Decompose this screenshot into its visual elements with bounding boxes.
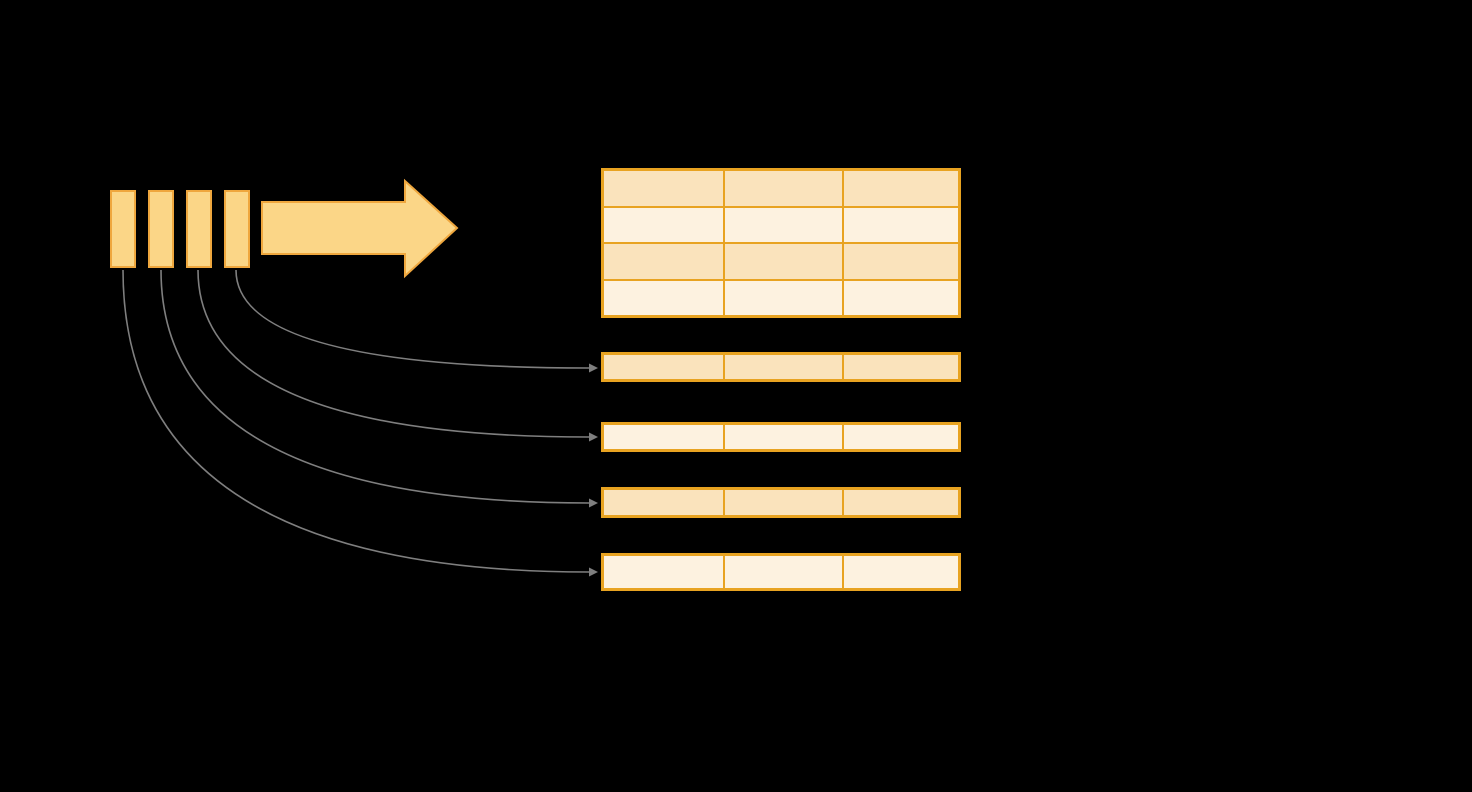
connector-curve bbox=[235, 269, 590, 369]
queue-bar bbox=[110, 190, 136, 268]
queue-bar bbox=[148, 190, 174, 268]
row-table-4 bbox=[601, 553, 961, 591]
connector-curve bbox=[160, 269, 590, 504]
row-table-cell bbox=[603, 555, 724, 589]
main-table-cell bbox=[603, 279, 724, 316]
row-table-1 bbox=[601, 352, 961, 382]
main-table-cell bbox=[603, 170, 724, 207]
row-table-cell bbox=[603, 354, 724, 380]
row-table-cell bbox=[603, 424, 724, 450]
connector-arrowhead-icon bbox=[589, 498, 598, 508]
row-table-cell bbox=[603, 489, 724, 516]
connector-arrowhead-icon bbox=[589, 432, 598, 442]
main-table-cell bbox=[843, 170, 959, 207]
row-table-cell bbox=[724, 555, 843, 589]
row-table-cell bbox=[724, 424, 843, 450]
row-table-2 bbox=[601, 422, 961, 452]
main-table-cell bbox=[843, 279, 959, 316]
flow-arrow bbox=[261, 178, 459, 279]
main-table-cell bbox=[724, 243, 843, 280]
row-table-cell bbox=[724, 489, 843, 516]
row-table-cell bbox=[724, 354, 843, 380]
row-table-cell bbox=[843, 489, 959, 516]
connector-curve bbox=[122, 269, 590, 573]
main-table-cell bbox=[843, 206, 959, 243]
main-table-cell bbox=[603, 243, 724, 280]
queue-bar bbox=[186, 190, 212, 268]
row-table-cell bbox=[843, 424, 959, 450]
connector-arrows bbox=[122, 269, 598, 577]
main-table-cell bbox=[724, 279, 843, 316]
main-table-cell bbox=[603, 206, 724, 243]
connector-arrowhead-icon bbox=[589, 567, 598, 577]
main-table-cell bbox=[724, 206, 843, 243]
row-table-3 bbox=[601, 487, 961, 518]
queue-bar bbox=[224, 190, 250, 268]
connector-curve bbox=[197, 269, 590, 438]
row-table-cell bbox=[843, 354, 959, 380]
connector-arrowhead-icon bbox=[589, 363, 598, 373]
main-table-cell bbox=[724, 170, 843, 207]
main-table bbox=[601, 168, 961, 318]
main-table-cell bbox=[843, 243, 959, 280]
row-table-cell bbox=[843, 555, 959, 589]
